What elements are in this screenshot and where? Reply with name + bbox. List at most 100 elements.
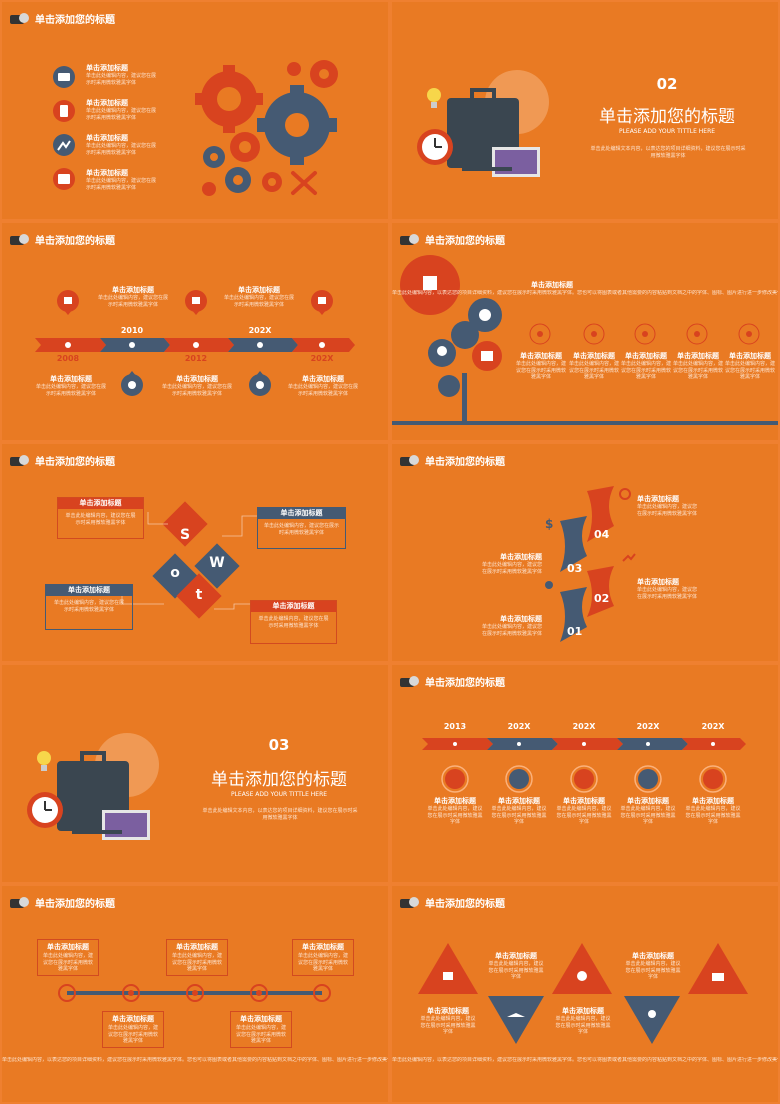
timeline-item: 单击添加标题单击此处编辑内容，建议您在展示时采用微软雅黑字体 [491,797,547,825]
business-illustration [27,733,159,840]
description-line: 单击此处编辑内容，以表达您的项目详细资料，建议您在展示时采用微软雅黑字体。您也可… [392,290,778,296]
timeline-chart [35,290,355,396]
feature-item: 单击添加标题单击此处编辑内容，建议您在展示时采用微软雅黑字体 [672,352,723,380]
step-item: 单击添加标题单击此处编辑内容，建议您在展示时采用微软雅黑字体 [482,615,543,637]
section-number: 03 [268,736,290,754]
swot-diagram [121,501,257,619]
footer-text: 单击此处编辑内容，以表达您的项目详细资料，建议您在展示时采用微软雅黑字体。您也可… [392,1057,778,1063]
logo-icon [10,233,30,246]
slide-header: 单击添加您的标题 [10,10,115,26]
home-icon [418,943,478,994]
slide-header: 单击添加您的标题 [400,894,505,910]
slide-8[interactable]: 单击添加您的标题 2013 202X 202X 202X 202X 单击添加标题… [392,665,778,882]
item-title: 单击添加标题 [531,281,573,289]
section-title: 单击添加您的标题 [211,770,347,790]
timeline-item: 单击添加标题单击此处编辑内容，建议您在展示时采用微软雅黑字体 [288,375,359,397]
feature-item: 单击添加标题单击此处编辑内容，建议您在展示时采用微软雅黑字体 [568,352,619,380]
swot-letter: t [195,587,203,603]
timeline-item: 单击添加标题单击此处编辑内容，建议您在展示时采用微软雅黑字体 [427,797,483,825]
gears-illustration [53,60,338,196]
business-illustration [417,70,549,177]
list-item: 单击添加标题单击此处编辑内容，建议您在展示时采用微软雅黑字体 [86,64,157,86]
location-pin-icon [624,996,680,1044]
swot-box: 单击添加标题单击此处编辑内容，建议您在展示时采用微软雅黑字体 [250,600,337,644]
triangles-diagram [418,943,748,1044]
process-box: 单击添加标题单击此处编辑内容，建议您在展示时采用微软雅黑字体 [292,939,354,976]
slide-header: 单击添加您的标题 [400,231,505,247]
logo-icon [400,896,420,909]
step-number: 03 [567,562,583,575]
year-label: 202X [636,722,660,731]
swot-box: 单击添加标题单击此处编辑内容，建议您在展示时采用微软雅黑字体 [57,497,144,539]
year-label: 2010 [120,326,144,335]
section-title: 单击添加您的标题 [599,107,735,127]
triangle-item: 单击添加标题单击此处编辑内容，建议您在展示时采用微软雅黑字体 [488,952,544,980]
feature-item: 单击添加标题单击此处编辑内容，建议您在展示时采用微软雅黑字体 [724,352,775,380]
step-number: 01 [567,625,583,638]
slide-5[interactable]: 单击添加您的标题 S W o t 单击添加标题单击此处编辑内容，建议您在展示时采… [2,444,388,661]
process-box: 单击添加标题单击此处编辑内容，建议您在展示时采用微软雅黑字体 [37,939,99,976]
process-box: 单击添加标题单击此处编辑内容，建议您在展示时采用微软雅黑字体 [102,1011,164,1048]
slide-2[interactable]: 02 单击添加您的标题 PLEASE ADD YOUR TITTLE HERE … [392,2,778,219]
list-item: 单击添加标题单击此处编辑内容，建议您在展示时采用微软雅黑字体 [86,134,157,156]
list-item: 单击添加标题单击此处编辑内容，建议您在展示时采用微软雅黑字体 [86,169,157,191]
slide-title: 单击添加您的标题 [425,235,505,247]
year-label: 202X [572,722,596,731]
wrench-icon [291,171,317,195]
timeline-item: 单击添加标题单击此处编辑内容，建议您在展示时采用微软雅黑字体 [620,797,676,825]
slide-title: 单击添加您的标题 [35,14,115,26]
slide-title: 单击添加您的标题 [35,456,115,468]
timeline-item: 单击添加标题单击此处编辑内容，建议您在展示时采用微软雅黑字体 [98,286,169,308]
section-subtitle: PLEASE ADD YOUR TITTLE HERE [618,128,716,135]
process-box: 单击添加标题单击此处编辑内容，建议您在展示时采用微软雅黑字体 [230,1011,292,1048]
year-label: 2013 [443,722,467,731]
lightbulb-icon [427,88,441,102]
tablet-icon [60,105,68,117]
dollar-icon: $ [545,517,553,531]
slide-10[interactable]: 单击添加您的标题 单击添加标题单击此处编辑内容，建议您在展示时采用微软雅黑字体 … [392,886,778,1102]
year-label: 202X [248,326,272,335]
slide-title: 单击添加您的标题 [425,456,505,468]
slide-1[interactable]: 单击添加您的标题 [2,2,388,219]
slide-3[interactable]: 单击添加您的标题 2008 2010 2012 202X 202X 单击添加标题… [2,223,388,440]
timeline-chart [422,738,746,793]
timeline-item: 单击添加标题单击此处编辑内容，建议您在展示时采用微软雅黑字体 [36,375,107,397]
step-number: 02 [594,592,610,605]
slide-7[interactable]: 03 单击添加您的标题 PLEASE ADD YOUR TITTLE HERE … [2,665,388,882]
slide-header: 单击添加您的标题 [10,894,115,910]
steps-diagram: $ [545,486,636,642]
logo-icon [400,675,420,688]
timeline-item: 单击添加标题单击此处编辑内容，建议您在展示时采用微软雅黑字体 [685,797,741,825]
logo-icon [10,12,30,25]
timeline-item: 单击添加标题单击此处编辑内容，建议您在展示时采用微软雅黑字体 [224,286,295,308]
section-number: 02 [656,75,678,93]
slide-header: 单击添加您的标题 [10,452,115,468]
step-item: 单击添加标题单击此处编辑内容，建议您在展示时采用微软雅黑字体 [482,553,543,575]
slide-9[interactable]: 单击添加您的标题 单击添加标题单击此处编辑内容，建议您在展示时采用微软雅黑字体 … [2,886,388,1102]
swot-letter: S [179,527,191,543]
plane-icon [488,996,544,1044]
triangle-item: 单击添加标题单击此处编辑内容，建议您在展示时采用微软雅黑字体 [420,1007,476,1035]
feature-item: 单击添加标题单击此处编辑内容，建议您在展示时采用微软雅黑字体 [620,352,671,380]
slide-6[interactable]: 单击添加您的标题 $ 04 03 02 01 单击添加标题单击此处编辑内容，建议… [392,444,778,661]
tree-diagram [392,255,778,425]
section-body: 单击此处编辑文本内容，以表达您的项目详细资料，建议您在展示时采用微软雅黑字体 [590,146,746,159]
slide-title: 单击添加您的标题 [425,677,505,689]
timeline-item: 单击添加标题单击此处编辑内容，建议您在展示时采用微软雅黑字体 [162,375,233,397]
process-box: 单击添加标题单击此处编辑内容，建议您在展示时采用微软雅黑字体 [166,939,228,976]
user-icon [545,581,553,589]
swot-box: 单击添加标题单击此处编辑内容，建议您在展示时采用微软雅黑字体 [257,507,346,549]
lightbulb-icon [37,751,51,765]
swot-letter: W [209,555,225,571]
step-number: 04 [594,528,610,541]
triangle-item: 单击添加标题单击此处编辑内容，建议您在展示时采用微软雅黑字体 [555,1007,611,1035]
section-body: 单击此处编辑文本内容，以表达您的项目详细资料，建议您在展示时采用微软雅黑字体 [202,808,358,821]
feature-item: 单击添加标题单击此处编辑内容，建议您在展示时采用微软雅黑字体 [515,352,566,380]
triangle-item: 单击添加标题单击此处编辑内容，建议您在展示时采用微软雅黑字体 [625,952,681,980]
slide-title: 单击添加您的标题 [425,898,505,910]
logo-icon [400,454,420,467]
year-label: 2012 [184,354,208,363]
step-item: 单击添加标题单击此处编辑内容，建议您在展示时采用微软雅黑字体 [637,495,698,517]
logo-icon [10,454,30,467]
slide-4[interactable]: 单击添加您的标题 单击添加标题 单击此处编辑内容，以表达您的项目详细资料，建议您… [392,223,778,440]
